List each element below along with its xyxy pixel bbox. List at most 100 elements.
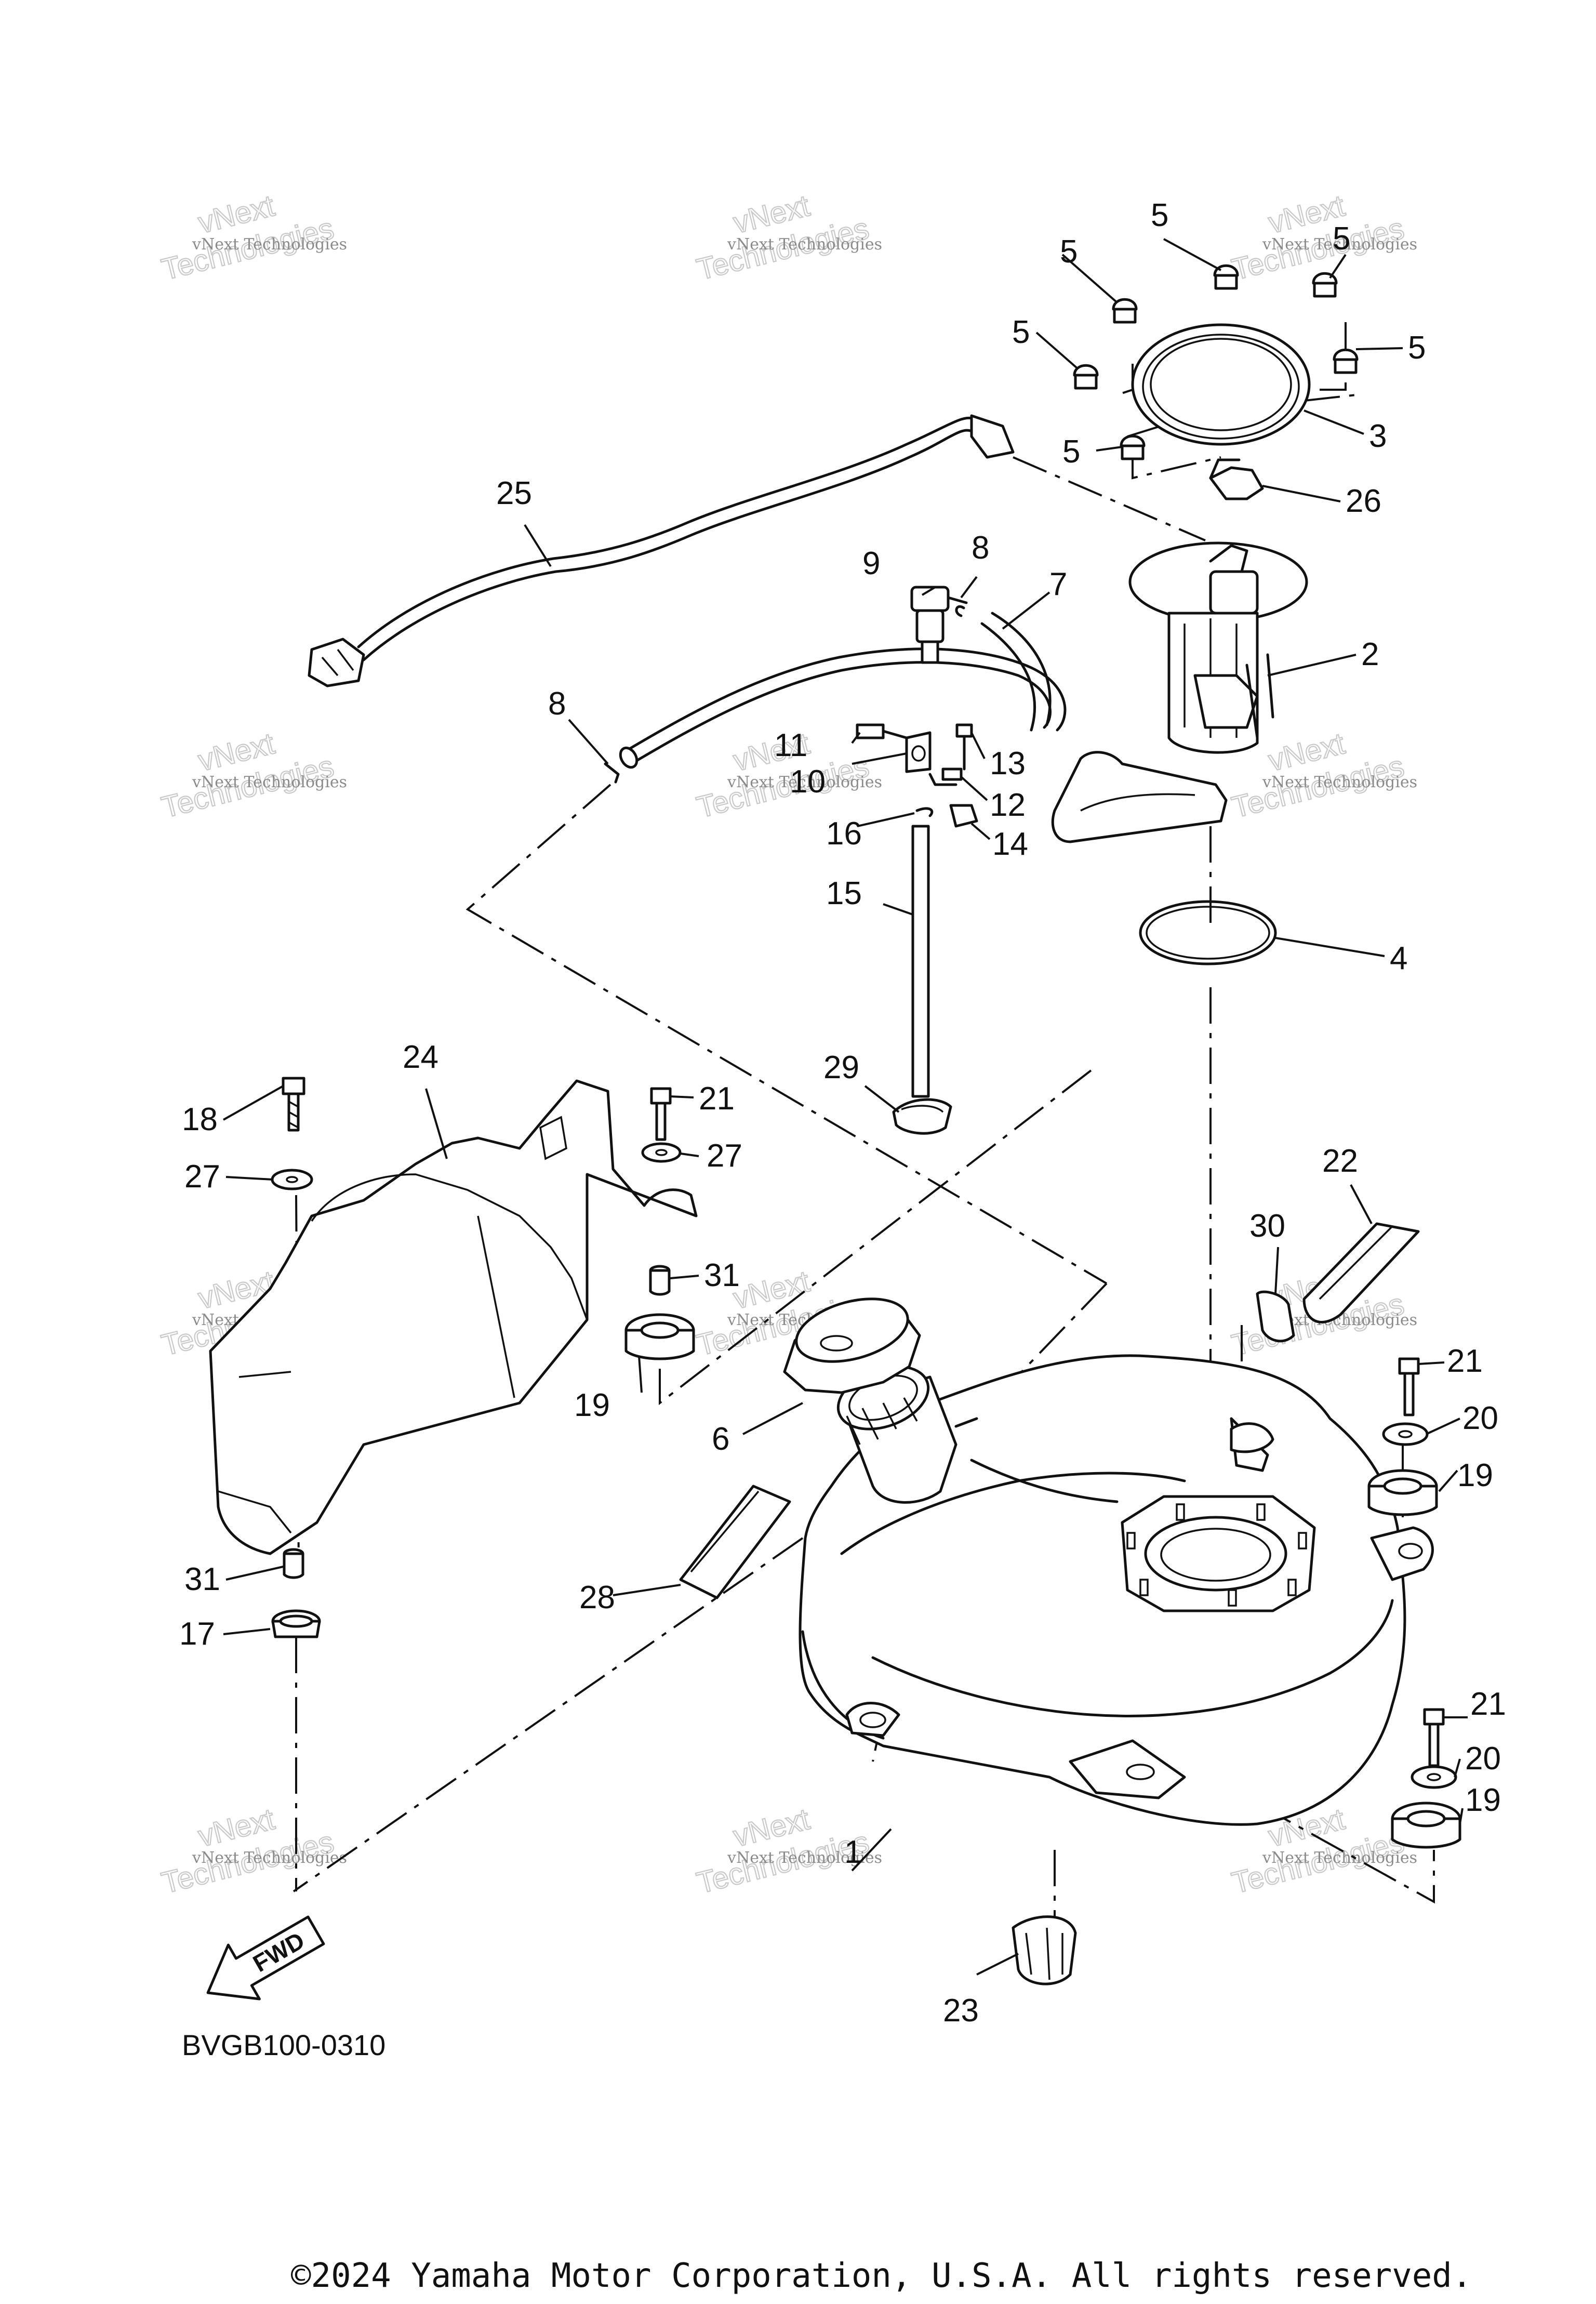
valve-body: [915, 609, 945, 643]
fuel-hose: [619, 612, 1067, 769]
clip-12: [941, 767, 963, 781]
hose-end: [619, 746, 639, 769]
protector-22: [1302, 1222, 1420, 1323]
callout-2: 2: [1361, 637, 1379, 672]
watermark: vNext Technologies: [727, 1849, 882, 1867]
pump-strainer-edge: [1080, 793, 1195, 812]
callout-5: 5: [1408, 330, 1426, 366]
clip-8-left: [604, 762, 620, 784]
callout-31: 31: [704, 1257, 740, 1293]
clip-12-arm: [928, 773, 957, 786]
tank-tab-rear: [1230, 1422, 1274, 1453]
watermark: vNext Technologies: [1262, 235, 1417, 254]
hose-7-up: [980, 622, 1036, 732]
phantom-line-19-left: [659, 1069, 1092, 1406]
fuel-pump: [1051, 541, 1308, 843]
watermark: vNext Technologies: [1262, 1849, 1417, 1867]
callout-24: 24: [403, 1039, 438, 1075]
o-ring-outer: [1139, 900, 1277, 965]
tank-contour-ridge: [970, 1459, 1119, 1503]
callout-5: 5: [1062, 434, 1080, 470]
forward-arrow: FWD: [206, 1915, 325, 2001]
hose-7-up-2: [991, 612, 1052, 726]
tank-contour-lower: [871, 1599, 1394, 1717]
phantom-line-5-bottom: [1132, 447, 1221, 480]
nuts: [1073, 264, 1359, 460]
washers-20: [1382, 1422, 1457, 1789]
bracket-assembly: [856, 723, 978, 1098]
hose-outer-bottom: [624, 647, 1067, 752]
callout-5: 5: [1333, 221, 1350, 257]
shroud-edge: [311, 1173, 588, 1320]
pump-connector: [1209, 570, 1259, 615]
callout-14: 14: [992, 826, 1028, 862]
phantom-line-5-top: [1116, 364, 1134, 396]
phantom-line-25-pump: [1013, 456, 1206, 541]
shroud-crease: [477, 1215, 515, 1398]
clip-30: [1256, 1290, 1295, 1343]
callout-27: 27: [707, 1138, 742, 1174]
watermark: vNext Technologies: [727, 773, 882, 791]
pump-wires: [1245, 653, 1274, 739]
callout-1: 1: [844, 1834, 862, 1870]
clip-16: [915, 807, 934, 817]
bolt-13-head: [955, 723, 973, 738]
hose-25-connector: [308, 638, 365, 687]
washers-27: [271, 1142, 682, 1190]
phantom-line-hose: [466, 784, 1108, 1285]
bolts-21: [650, 1087, 1445, 1767]
callout-21: 21: [699, 1081, 735, 1117]
watermark: vNext Technologies: [192, 1849, 347, 1867]
callout-5: 5: [1151, 197, 1168, 233]
callout-31: 31: [184, 1561, 220, 1597]
callout-23: 23: [943, 1993, 979, 2029]
hose-25-fitting: [970, 414, 1015, 459]
watermark: vNext Technologies: [192, 773, 347, 791]
callout-18: 18: [182, 1102, 218, 1137]
callout-26: 26: [1346, 483, 1381, 519]
rollover-valve: [910, 586, 968, 664]
tank-studs: [1126, 1503, 1307, 1607]
callout-19: 19: [574, 1387, 610, 1423]
retainer-inner: [1150, 338, 1292, 431]
phantom-line-5-right: [1320, 322, 1347, 391]
callout-5: 5: [1012, 314, 1030, 350]
callout-8: 8: [548, 686, 566, 722]
callout-25: 25: [496, 475, 532, 511]
tank-tab-right: [1370, 1526, 1434, 1581]
shroud-slot: [539, 1116, 567, 1160]
tank-tab-bottom-hole: [1126, 1764, 1155, 1780]
callout-20: 20: [1465, 1741, 1501, 1777]
assembly-lines: [292, 322, 1435, 1923]
diagram-code: BVGB100-0310: [182, 2029, 385, 2061]
valve-outlet: [947, 596, 968, 604]
bolt-11-head: [856, 723, 885, 739]
pump-fuel-outlet: [1209, 544, 1248, 573]
callout-22: 22: [1322, 1143, 1358, 1179]
shroud-body: [209, 1079, 698, 1555]
hose-25-line-b: [357, 416, 973, 648]
clips: [604, 605, 965, 784]
watermark: vNext Technologies: [727, 235, 882, 254]
grommet-17: [271, 1609, 321, 1638]
side-shroud-24: [209, 1079, 698, 1555]
callout-3: 3: [1369, 418, 1387, 454]
bolt-11-shank: [882, 730, 908, 739]
watermark: vNext Technologies: [192, 235, 347, 254]
callout-4: 4: [1390, 941, 1407, 976]
hose-25-line-a: [362, 429, 973, 661]
nut-14: [949, 804, 978, 828]
callout-19: 19: [1465, 1782, 1501, 1818]
o-ring: [1139, 900, 1277, 965]
fwd-arrow-icon: [206, 1915, 325, 2001]
callout-16: 16: [826, 816, 862, 852]
callout-21: 21: [1447, 1343, 1483, 1379]
tank-pump-opening-inner: [1160, 1528, 1271, 1582]
hose-outer-top: [630, 661, 1052, 765]
callout-8: 8: [972, 530, 989, 566]
cap-top: [795, 1297, 909, 1363]
callout-30: 30: [1249, 1208, 1285, 1244]
o-ring-inner: [1146, 906, 1270, 960]
callout-19: 19: [1457, 1458, 1493, 1493]
bracket-10-hole: [911, 745, 926, 762]
